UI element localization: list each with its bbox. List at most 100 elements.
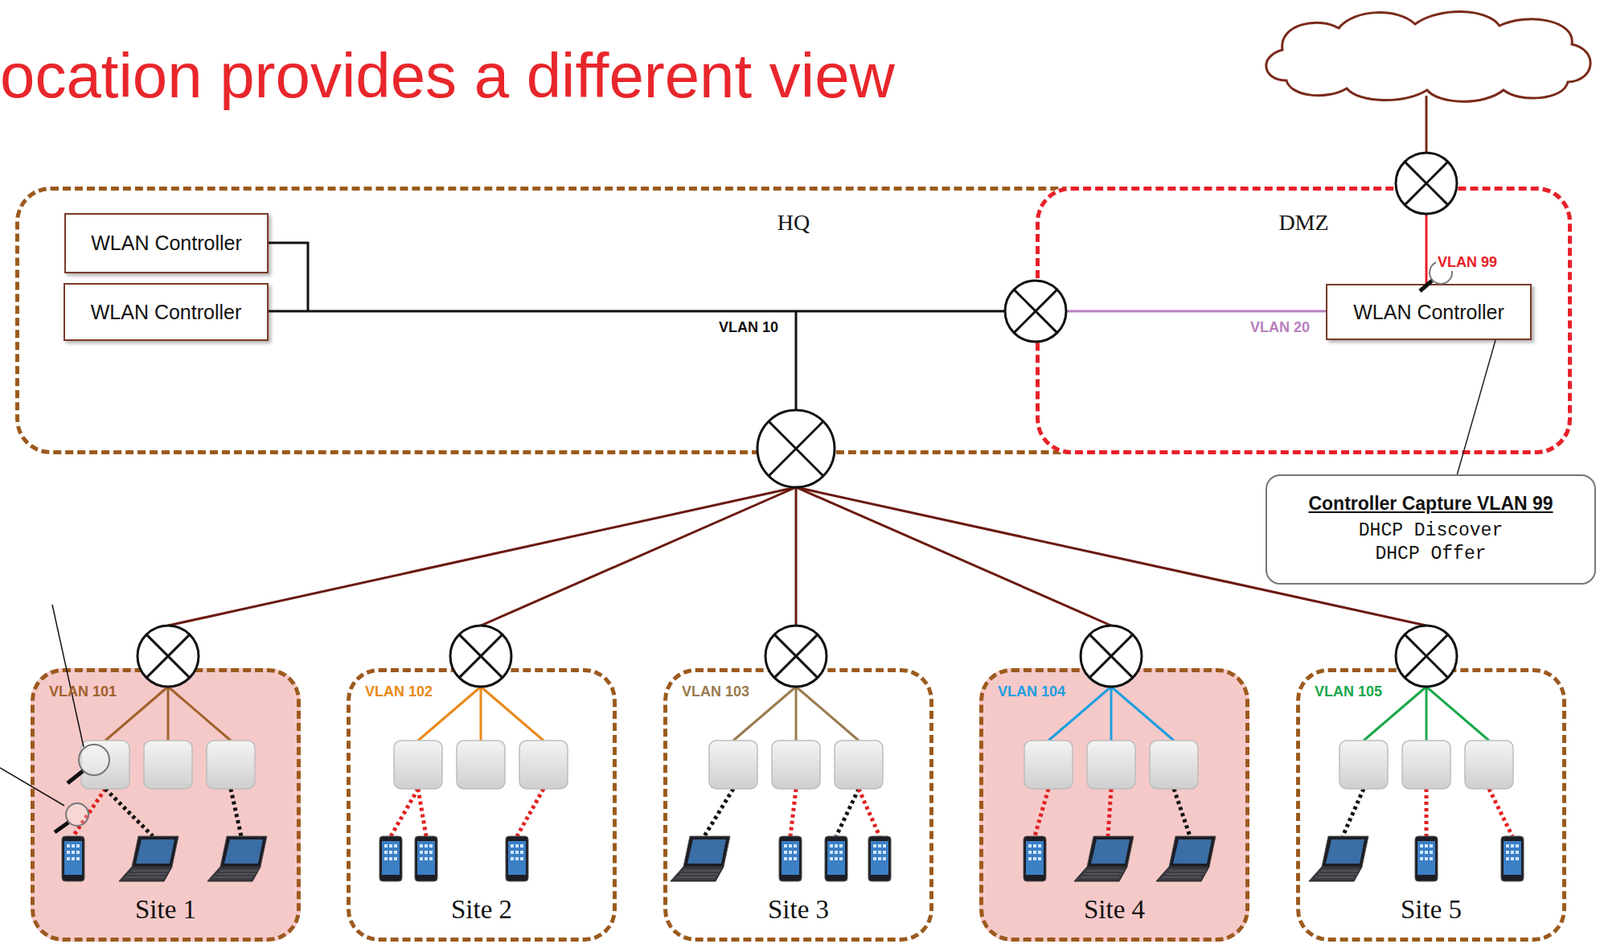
tablet-app: [66, 850, 70, 854]
connector-layer: [1456, 340, 1496, 475]
tablet-app: [71, 857, 75, 861]
tablet-icon: [414, 836, 438, 882]
laptop-base: [1074, 866, 1128, 882]
wireless-link: [858, 788, 880, 837]
ap-uplink: [795, 686, 798, 741]
tablet-screen: [1503, 841, 1522, 875]
tablet-app: [873, 844, 877, 848]
tablet-app: [839, 844, 843, 848]
cloud: [1266, 11, 1591, 102]
access-point: [456, 740, 505, 789]
switch-cross: [1013, 289, 1058, 333]
tablet-app: [1033, 850, 1037, 854]
tablet-app: [1515, 857, 1519, 861]
switch-cross: [774, 634, 818, 678]
access-point: [519, 740, 568, 789]
ap-uplink: [1363, 686, 1427, 741]
tablet-app: [1033, 857, 1037, 861]
ap-uplink: [1111, 686, 1174, 741]
capture-magnifiers: [78, 744, 110, 776]
tablet-app: [793, 857, 797, 861]
tablet-icon: [868, 836, 891, 882]
network-wires: [168, 95, 1427, 626]
tablet-app: [839, 857, 843, 861]
switch-circle: [450, 625, 512, 687]
tablet-body: [1501, 836, 1524, 882]
wireless-link: [1489, 788, 1513, 837]
tablet-body: [868, 836, 891, 882]
laptop-screen: [683, 836, 731, 867]
capture-magnifiers: [54, 822, 69, 833]
network-wires: [480, 487, 796, 626]
tablet-app: [783, 857, 788, 861]
tablet-icon: [505, 836, 529, 882]
switch-cross: [1089, 634, 1133, 678]
tablet-body: [61, 836, 85, 882]
capture-magnifiers: [52, 604, 84, 747]
tablet-icon: [379, 836, 403, 882]
switch-symbol: [765, 625, 827, 687]
tablet-body: [1415, 836, 1438, 882]
laptop-icon: [1308, 836, 1369, 882]
laptop-display: [135, 839, 175, 864]
laptop-display: [1325, 839, 1365, 864]
laptop-keys: [1321, 870, 1359, 872]
box-text: Site 1: [135, 894, 197, 925]
network-wires: [795, 311, 798, 411]
access-point: [1024, 740, 1073, 789]
switch-circle: [765, 625, 827, 687]
tablet-app: [1028, 844, 1032, 848]
ap-uplink: [480, 686, 544, 741]
vlan-label: VLAN 10: [717, 319, 780, 337]
controller-box: WLAN Controller: [63, 283, 269, 341]
site-region: VLAN 103Site 3: [663, 668, 934, 942]
tablet-app: [1429, 850, 1433, 854]
tablet-screen: [64, 841, 83, 875]
laptop-icon: [118, 836, 179, 882]
leader-stroke: [1456, 340, 1496, 475]
tablet-app: [834, 857, 838, 861]
tablet-app: [1033, 844, 1037, 848]
tablet-body: [414, 836, 438, 882]
wireless-link: [1342, 788, 1364, 837]
tablet-app: [76, 850, 80, 854]
tablet-app: [429, 857, 433, 861]
access-point: [1149, 740, 1198, 789]
vlan-label: VLAN 99: [1435, 254, 1499, 271]
switch-cross: [459, 634, 503, 678]
box-text: Site 2: [451, 894, 513, 925]
access-point: [143, 740, 193, 789]
tablet-icon: [824, 836, 848, 882]
tablet-app: [1419, 857, 1424, 861]
box-label: HQ: [777, 209, 810, 236]
tablet-app: [1429, 844, 1433, 848]
tablet-app: [829, 857, 833, 861]
tablet-app: [788, 857, 792, 861]
switch-cross: [1404, 634, 1449, 678]
tablet-app: [783, 844, 788, 848]
tablet-app: [834, 850, 838, 854]
switch-circle: [1395, 152, 1457, 214]
switch-symbol: [1080, 625, 1142, 687]
laptop-base: [118, 866, 173, 882]
laptop-keys: [1080, 877, 1120, 878]
tablet-app: [419, 857, 423, 861]
tablet-app: [793, 844, 797, 848]
tablet-app: [419, 850, 423, 854]
switch-circle: [1080, 625, 1142, 687]
tablet-app: [520, 850, 524, 854]
network-wires: [795, 487, 1427, 626]
tablet-app: [1424, 857, 1428, 861]
tablet-icon: [1023, 836, 1047, 882]
laptop-keys: [217, 873, 255, 875]
network-wires: [268, 242, 308, 312]
tablet-app: [429, 850, 433, 854]
tablet-app: [515, 844, 519, 848]
network-wires: [168, 487, 796, 626]
tablet-app: [1505, 857, 1510, 861]
tablet-app: [882, 844, 887, 848]
laptop-keys: [1162, 877, 1202, 878]
tablet-app: [877, 857, 882, 861]
tablet-app: [1515, 850, 1519, 854]
